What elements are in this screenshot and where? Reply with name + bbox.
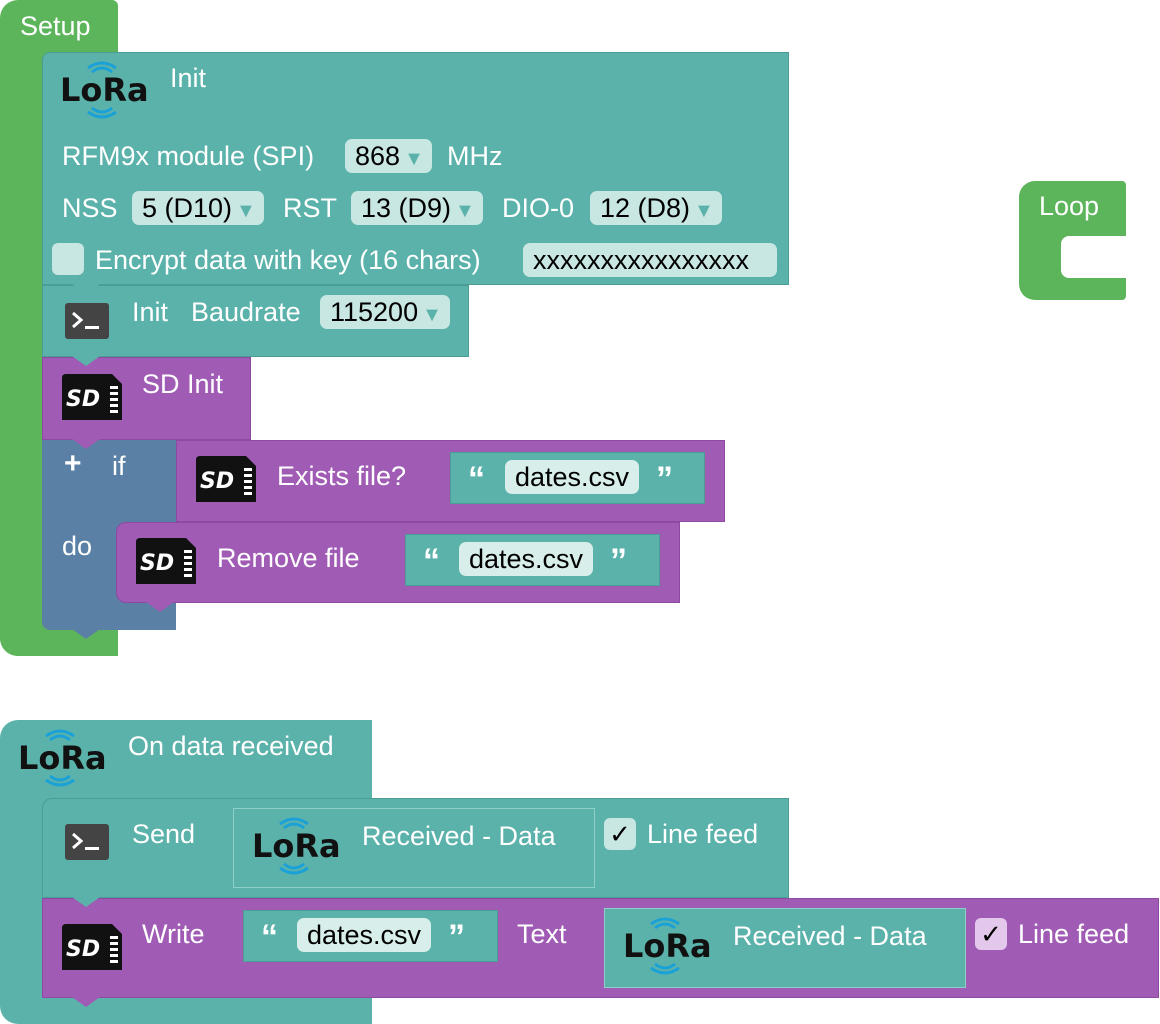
close-quote-icon: ”	[448, 918, 465, 956]
exists-file-name-field[interactable]: dates.csv	[505, 460, 640, 494]
open-quote-icon: “	[468, 460, 485, 498]
baud-dropdown[interactable]: 115200▼	[320, 295, 450, 329]
block-notch	[72, 356, 100, 366]
send-linefeed-label: Line feed	[647, 819, 759, 849]
svg-text:LoRa: LoRa	[252, 827, 341, 865]
write-linefeed-checkbox[interactable]: ✓	[975, 918, 1007, 950]
sd-init-title: SD Init	[142, 369, 224, 399]
svg-text:LoRa: LoRa	[623, 927, 712, 965]
chevron-down-icon: ▼	[236, 200, 256, 222]
block-notch	[72, 997, 100, 1007]
baud-value: 115200	[330, 297, 419, 327]
if-label: if	[112, 451, 126, 481]
chevron-down-icon: ▼	[455, 200, 475, 222]
svg-text:LoRa: LoRa	[60, 71, 149, 109]
lora-init-title: Init	[170, 63, 207, 93]
received-data-block[interactable]	[233, 808, 595, 888]
frequency-dropdown[interactable]: 868▼	[345, 139, 432, 173]
terminal-icon	[65, 303, 109, 339]
dio-value: 12 (D8)	[600, 193, 691, 223]
svg-text:SD: SD	[66, 387, 100, 412]
dio-label: DIO-0	[502, 193, 575, 223]
open-quote-icon: “	[261, 918, 278, 956]
chevron-down-icon: ▼	[422, 304, 442, 326]
frequency-unit: MHz	[447, 141, 503, 171]
do-label: do	[62, 531, 93, 561]
svg-text:LoRa: LoRa	[18, 739, 107, 777]
lora-logo-icon: LoRa	[58, 60, 154, 120]
frequency-value: 868	[355, 141, 401, 171]
exists-file-label: Exists file?	[277, 461, 407, 491]
lora-logo-icon: LoRa	[621, 916, 717, 976]
setup-block-bottom	[0, 630, 118, 656]
sd-write-block[interactable]	[42, 898, 1159, 998]
rst-value: 13 (D9)	[361, 193, 452, 223]
chevron-down-icon: ▼	[694, 200, 714, 222]
block-notch	[72, 629, 100, 639]
lora-logo-icon: LoRa	[16, 728, 112, 788]
svg-text:SD: SD	[200, 469, 234, 494]
block-notch	[72, 284, 100, 294]
block-notch	[72, 439, 100, 449]
loop-block-slot	[1061, 236, 1126, 278]
sd-card-icon: SD	[196, 456, 256, 502]
write-label: Write	[142, 919, 205, 949]
on-receive-title: On data received	[128, 731, 334, 761]
write-received-data-label: Received - Data	[733, 921, 927, 951]
terminal-icon	[65, 824, 109, 860]
nss-label: NSS	[62, 193, 118, 223]
nss-dropdown[interactable]: 5 (D10)▼	[132, 191, 264, 225]
remove-file-name-field[interactable]: dates.csv	[459, 542, 594, 576]
rst-dropdown[interactable]: 13 (D9)▼	[351, 191, 483, 225]
baud-label: Baudrate	[191, 297, 301, 327]
dio-dropdown[interactable]: 12 (D8)▼	[590, 191, 722, 225]
sd-card-icon: SD	[62, 374, 122, 420]
setup-label: Setup	[20, 11, 91, 41]
remove-file-label: Remove file	[217, 543, 360, 573]
close-quote-icon: ”	[610, 542, 627, 580]
open-quote-icon: “	[423, 542, 440, 580]
block-notch	[72, 897, 100, 907]
nss-value: 5 (D10)	[142, 193, 233, 223]
write-received-data-block[interactable]	[604, 908, 966, 988]
block-notch	[146, 602, 174, 612]
write-linefeed-label: Line feed	[1018, 919, 1130, 949]
loop-label: Loop	[1039, 191, 1100, 221]
send-linefeed-checkbox[interactable]: ✓	[604, 818, 636, 850]
chevron-down-icon: ▼	[404, 148, 424, 170]
rst-label: RST	[283, 193, 337, 223]
serial-init-title: Init	[132, 297, 169, 327]
send-label: Send	[132, 819, 196, 849]
svg-text:SD: SD	[66, 937, 100, 962]
sd-card-icon: SD	[62, 924, 122, 970]
if-plus-icon[interactable]: +	[64, 447, 82, 480]
svg-text:SD: SD	[140, 551, 174, 576]
lora-logo-icon: LoRa	[250, 816, 346, 876]
received-data-label: Received - Data	[362, 821, 556, 851]
module-label: RFM9x module (SPI)	[62, 141, 315, 171]
encrypt-checkbox[interactable]	[52, 243, 84, 275]
encryption-key-field[interactable]: xxxxxxxxxxxxxxxx	[523, 243, 777, 277]
write-file-name-field[interactable]: dates.csv	[297, 918, 432, 952]
write-text-label: Text	[517, 919, 567, 949]
sd-card-icon: SD	[136, 538, 196, 584]
encrypt-label: Encrypt data with key (16 chars)	[95, 245, 481, 275]
close-quote-icon: ”	[656, 460, 673, 498]
